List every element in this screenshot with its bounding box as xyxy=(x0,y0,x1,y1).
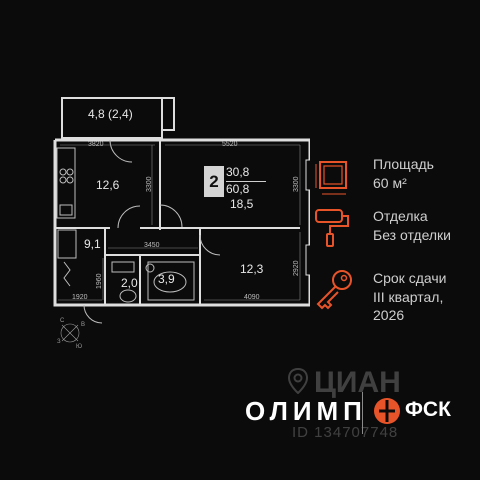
room-bedroom-area: 12,3 xyxy=(240,262,264,276)
finish-label: Отделка xyxy=(373,208,428,224)
compass-east: В xyxy=(81,322,85,328)
deadline-value-line1: III квартал, xyxy=(373,289,444,305)
room-hall-area: 9,1 xyxy=(84,237,101,251)
floor-plan: С Ю З В xyxy=(53,97,310,350)
dim-1920: 1920 xyxy=(72,294,88,301)
area-divider xyxy=(226,181,266,182)
compass-north: С xyxy=(60,318,65,324)
deadline-value-line2: 2026 xyxy=(373,307,405,323)
rooms-count-badge: 2 xyxy=(204,166,224,197)
finish-value: Без отделки xyxy=(373,227,452,243)
deadline-label: Срок сдачи xyxy=(373,270,447,286)
info-finish: Отделка Без отделки xyxy=(310,204,475,264)
compass-icon xyxy=(60,323,80,343)
room-balcony-area: 4,8 (2,4) xyxy=(88,107,133,121)
dim-3300-kitchen: 3300 xyxy=(146,176,153,192)
brand-olimp-logo: ОЛИМП xyxy=(245,396,367,426)
room-bathroom-area: 3,9 xyxy=(158,272,175,286)
watermark-site: ЦИАН xyxy=(314,366,401,399)
total-area-value: 60,8 xyxy=(226,182,250,196)
area-icon xyxy=(315,161,347,195)
room-living-area: 18,5 xyxy=(230,197,254,211)
brand-fsk-logo: ФСК xyxy=(405,398,451,421)
dim-5520: 5520 xyxy=(222,141,238,148)
brand-separator xyxy=(362,392,363,434)
area-label: Площадь xyxy=(373,156,434,172)
area-value: 60 м² xyxy=(373,175,407,191)
key-icon xyxy=(316,270,352,310)
dim-4090: 4090 xyxy=(244,294,260,301)
fsk-logo-icon xyxy=(374,398,400,424)
dim-3820: 3820 xyxy=(88,141,104,148)
dim-3450: 3450 xyxy=(144,242,160,249)
room-kitchen-area: 12,6 xyxy=(96,178,120,192)
info-deadline: Срок сдачи III квартал, 2026 xyxy=(310,266,475,336)
outer-wall-left xyxy=(53,140,100,307)
living-area-value: 30,8 xyxy=(226,165,250,179)
dim-3300-living: 3300 xyxy=(293,176,300,192)
outer-wall-right-bottom xyxy=(100,140,310,307)
watermark-id: ID 134707748 xyxy=(292,424,399,441)
dim-1960: 1960 xyxy=(96,273,103,289)
info-area: Площадь 60 м² xyxy=(310,152,475,212)
room-toilet-area: 2,0 xyxy=(121,276,138,290)
location-pin-icon xyxy=(288,368,308,394)
paint-roller-icon xyxy=(315,209,349,247)
dim-2920: 2920 xyxy=(293,260,300,276)
compass-south: Ю xyxy=(76,344,82,350)
compass-west: З xyxy=(57,339,61,345)
